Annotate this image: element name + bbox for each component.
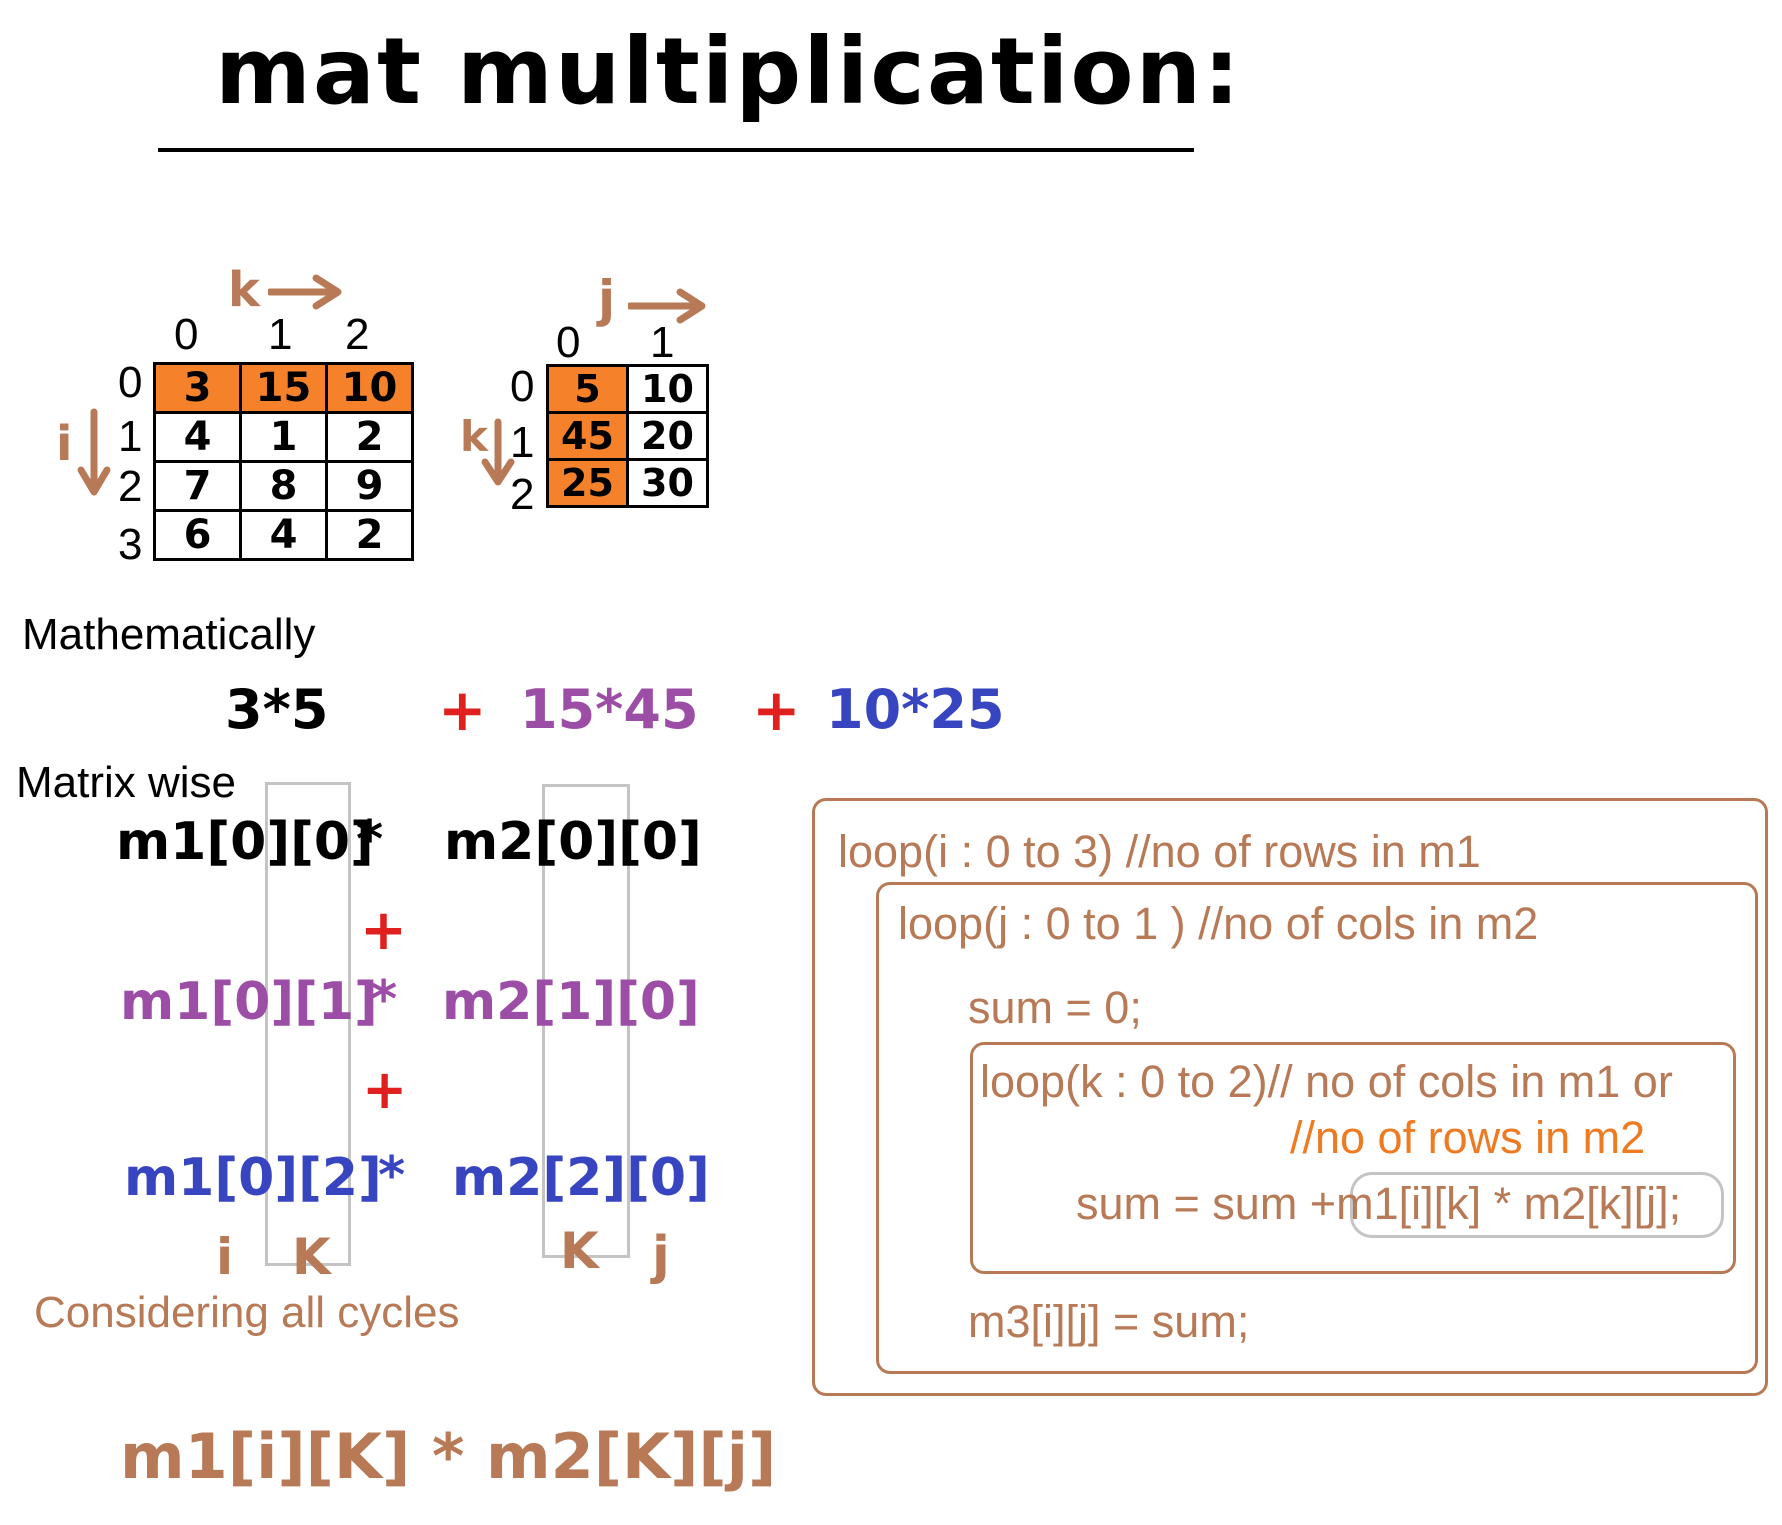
m2-cell: 10: [626, 364, 709, 414]
m1-cell: 1: [239, 411, 328, 463]
index-label-k: K: [560, 1222, 599, 1280]
m1-row-index-0: 0: [118, 358, 143, 407]
multiply-icon: *: [370, 970, 398, 1030]
section-considering-all-cycles: Considering all cycles: [34, 1288, 460, 1337]
m2-col-direction-label: j: [598, 270, 616, 328]
page-title: mat multiplication:: [215, 18, 1242, 125]
outer-loop-box: [812, 798, 1768, 1396]
section-matrix-wise: Matrix wise: [16, 758, 237, 807]
loop-k-line: loop(k : 0 to 2)// no of cols in m1 or: [980, 1056, 1673, 1107]
down-arrow-icon: [481, 418, 515, 486]
m2-element-term: m2[1][0]: [442, 972, 700, 1032]
m1-row-index-2: 2: [118, 462, 143, 511]
general-formula: m1[i][K] * m2[K][j]: [120, 1420, 777, 1493]
m1-row-direction-label: i: [56, 416, 73, 472]
index-label-k: K: [292, 1228, 331, 1286]
inner-loop-box: [970, 1042, 1736, 1274]
m2-element-term: m2[2][0]: [452, 1148, 710, 1208]
m2-element-term: m2[0][0]: [444, 812, 702, 872]
m1-element-term: m1[0][0]: [116, 812, 374, 872]
m1-cell: 6: [153, 509, 242, 561]
m2-row-index-0: 0: [510, 362, 535, 411]
m2-row-direction-label: k: [460, 412, 488, 461]
m1-cell: 10: [325, 362, 414, 414]
m1-col-index-1: 1: [268, 310, 293, 359]
math-term-3: 10*25: [826, 678, 1005, 741]
matrix-m2: 5 10 45 20 25 30: [546, 364, 709, 508]
loop-k-comment-line: //no of rows in m2: [1290, 1112, 1646, 1163]
m1-col-index-2: 2: [345, 310, 370, 359]
m1-col-index-0: 0: [174, 310, 199, 359]
m1-col-direction-label: k: [228, 262, 260, 318]
m2-row-index-1: 1: [510, 418, 535, 467]
m2-cell: 20: [626, 411, 709, 461]
m1-cell: 8: [239, 460, 328, 512]
plus-icon: +: [438, 676, 487, 744]
m2-col-index-1: 1: [650, 318, 675, 367]
m1-cell: 2: [325, 509, 414, 561]
m1-row-index-3: 3: [118, 520, 143, 569]
m1-cell: 9: [325, 460, 414, 512]
m2-cell: 25: [546, 458, 629, 508]
m1-element-term: m1[0][1]: [120, 972, 378, 1032]
m1-cell: 7: [153, 460, 242, 512]
m1-cell: 15: [239, 362, 328, 414]
m2-row-index-2: 2: [510, 470, 535, 519]
matrix-m1: 3 15 10 4 1 2 7 8 9 6 4 2: [153, 362, 414, 561]
title-underline: [158, 148, 1194, 152]
plus-icon: +: [752, 676, 801, 744]
section-mathematically: Mathematically: [22, 610, 316, 659]
m1-cell: 4: [153, 411, 242, 463]
math-term-2: 15*45: [520, 678, 699, 741]
m1-cell: 4: [239, 509, 328, 561]
assign-result-line: m3[i][j] = sum;: [968, 1296, 1250, 1347]
multiply-icon: *: [356, 810, 384, 870]
right-arrow-icon: [628, 288, 706, 324]
k-column-highlight: [265, 782, 351, 1266]
index-label-j: j: [652, 1226, 670, 1286]
m1-cell: 2: [325, 411, 414, 463]
m2-cell: 45: [546, 411, 629, 461]
loop-j-line: loop(j : 0 to 1 ) //no of cols in m2: [898, 898, 1539, 949]
m1-element-term: m1[0][2]: [124, 1148, 382, 1208]
math-term-1: 3*5: [225, 678, 329, 741]
sum-update-line: sum = sum +m1[i][k] * m2[k][j];: [1076, 1178, 1682, 1229]
right-arrow-icon: [268, 274, 342, 310]
loop-i-line: loop(i : 0 to 3) //no of rows in m1: [838, 826, 1481, 877]
m2-col-index-0: 0: [556, 318, 581, 367]
m1-cell: 3: [153, 362, 242, 414]
product-highlight: [1350, 1172, 1724, 1238]
down-arrow-icon: [77, 408, 111, 496]
plus-icon: +: [360, 898, 407, 963]
k-row-highlight: [542, 784, 630, 1258]
multiply-icon: *: [378, 1146, 406, 1206]
m2-cell: 5: [546, 364, 629, 414]
index-label-i: i: [216, 1228, 234, 1286]
middle-loop-box: [876, 882, 1758, 1374]
m2-cell: 30: [626, 458, 709, 508]
plus-icon: +: [362, 1058, 408, 1121]
sum-init-line: sum = 0;: [968, 982, 1142, 1033]
m1-row-index-1: 1: [118, 412, 143, 461]
